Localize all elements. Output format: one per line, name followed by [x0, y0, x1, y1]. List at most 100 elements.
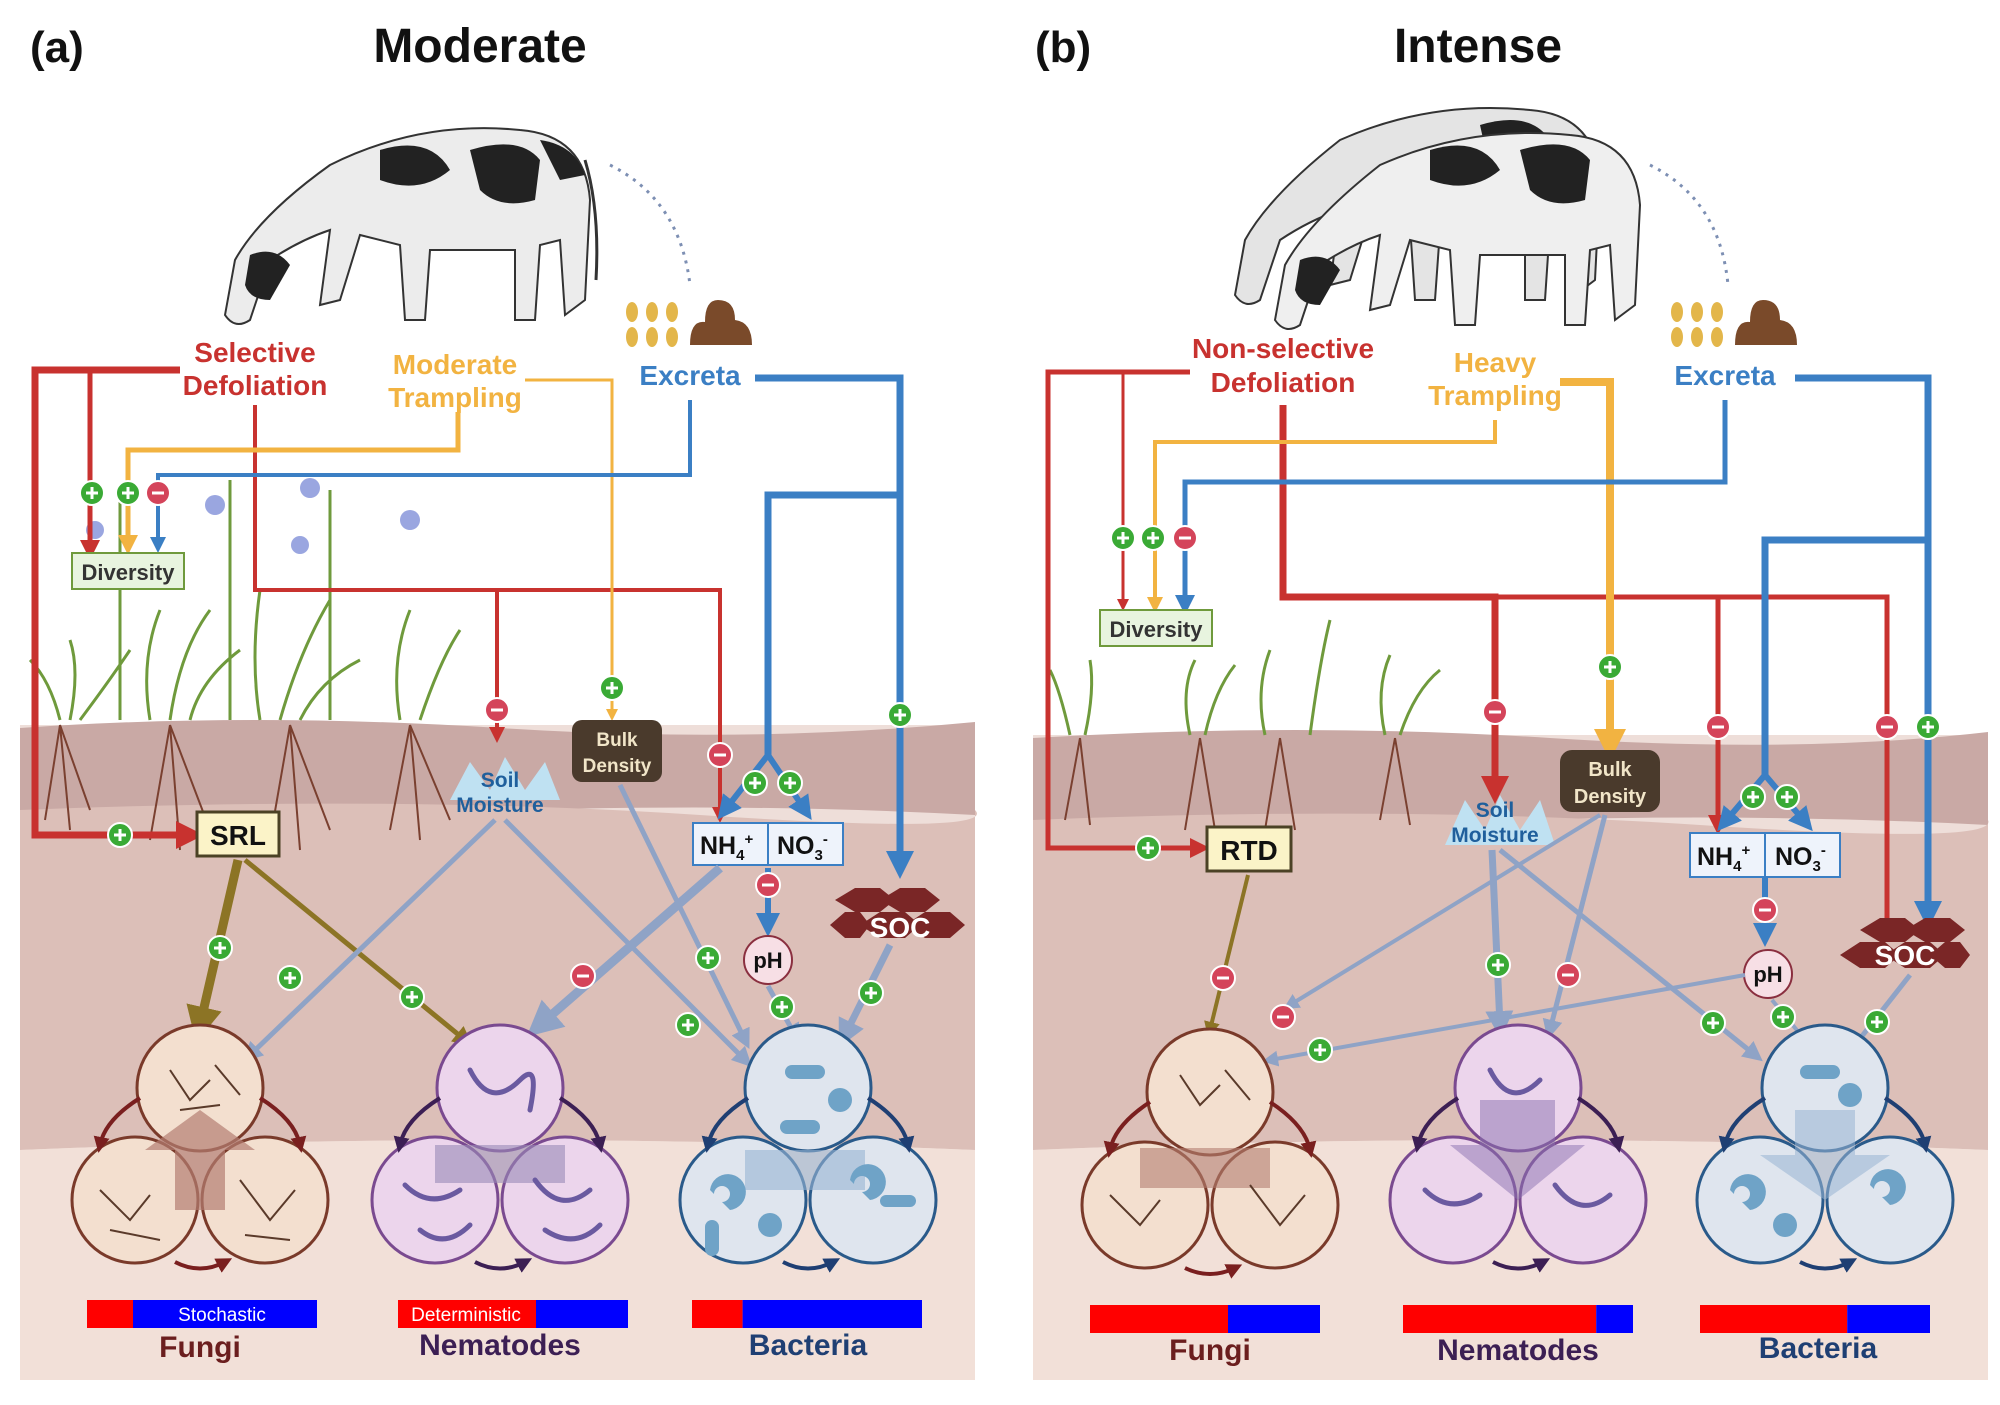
- root-trait-box: [195, 810, 281, 858]
- root-trait-label: SRL: [210, 820, 266, 851]
- negative-effect-icon: [145, 480, 171, 506]
- bacteria-stochastic-bar: [1847, 1305, 1930, 1333]
- excreta-to-nitrogen-arrow: [1761, 536, 1928, 775]
- diversity-box: [1099, 609, 1213, 647]
- plants-icon: [28, 480, 462, 721]
- trampling-to-bulk-density-arrow: [1560, 378, 1626, 761]
- soc-icon: [830, 888, 965, 938]
- panel-letter: (a): [30, 23, 84, 72]
- fungi-cluster: [70, 1023, 330, 1273]
- panel-letter: (b): [1035, 23, 1091, 72]
- soc-label: SOC: [1875, 940, 1936, 971]
- ph-circle: [743, 935, 793, 985]
- bulk-density-to-bacteria-arrow: [617, 783, 750, 1049]
- trampling-to-diversity-arrow: [1147, 420, 1497, 613]
- nematodes-label: Nematodes: [1437, 1334, 1599, 1367]
- positive-effect-icon: [858, 980, 884, 1006]
- fungi-deterministic-bar: [1090, 1305, 1228, 1333]
- panel-title: Moderate: [373, 20, 586, 73]
- moisture-label-2: Moisture: [456, 794, 544, 817]
- negative-effect-icon: [1752, 897, 1778, 923]
- excreta-to-nitrogen-arrow: [764, 491, 900, 755]
- bacteria-cluster: [678, 1023, 938, 1273]
- nematodes-deterministic-bar: [1403, 1305, 1597, 1333]
- srl-to-nematodes-arrow: [243, 858, 473, 1047]
- nematodes-stochastic-bar: [536, 1300, 628, 1328]
- positive-effect-icon: [79, 480, 105, 506]
- excreta-label: Excreta: [639, 360, 741, 391]
- plants-icon: [1048, 619, 1441, 736]
- positive-effect-icon: [207, 935, 233, 961]
- excreta-to-diversity-arrow: [150, 400, 692, 553]
- cows-icon: [1233, 107, 1642, 330]
- bulk-density-to-nematodes-arrow: [1542, 814, 1608, 1040]
- stochastic-bar-label: Stochastic: [178, 1305, 266, 1326]
- bacteria-deterministic-bar: [692, 1300, 743, 1328]
- defoliation-to-soc-arrow: [1718, 594, 1897, 940]
- positive-effect-icon: [107, 822, 133, 848]
- soc-icon: [1840, 918, 1970, 968]
- panel-a: (a) Moderate Selective Defoliation Moder…: [20, 20, 977, 1380]
- excreta-to-diversity-arrow: [1175, 400, 1728, 615]
- negative-effect-icon: [570, 963, 596, 989]
- bacteria-label: Bacteria: [749, 1329, 868, 1362]
- defoliation-to-nh4-arrow: [255, 588, 728, 823]
- positive-effect-icon: [1740, 784, 1766, 810]
- no3-label: NO3-: [777, 831, 828, 864]
- positive-effect-icon: [277, 965, 303, 991]
- moisture-label-2: Moisture: [1451, 824, 1539, 847]
- bacteria-stochastic-bar: [742, 1300, 922, 1328]
- fungi-label: Fungi: [1169, 1334, 1251, 1367]
- positive-effect-icon: [1485, 952, 1511, 978]
- fungi-label: Fungi: [159, 1331, 241, 1364]
- positive-effect-icon: [1770, 1004, 1796, 1030]
- positive-effect-icon: [1135, 835, 1161, 861]
- nematodes-label: Nematodes: [419, 1329, 581, 1362]
- nematodes-deterministic-bar: [398, 1300, 536, 1328]
- dotted-link: [1649, 163, 1730, 286]
- positive-effect-icon: [675, 1012, 701, 1038]
- nematodes-cluster: [1388, 1023, 1648, 1273]
- trampling-label-1: Heavy: [1454, 347, 1537, 378]
- fungi-cluster: [1080, 1027, 1340, 1279]
- negative-effect-icon: [1210, 965, 1236, 991]
- positive-effect-icon: [1915, 714, 1941, 740]
- positive-effect-icon: [1774, 784, 1800, 810]
- dotted-link: [609, 163, 692, 286]
- assembly-bars: [1090, 1305, 1930, 1333]
- defoliation-label-1: Selective: [194, 337, 315, 368]
- nematodes-stochastic-bar: [1596, 1305, 1633, 1333]
- bulk-density-label-2: Density: [583, 756, 652, 777]
- positive-effect-icon: [1700, 1010, 1726, 1036]
- positive-effect-icon: [742, 770, 768, 796]
- negative-effect-icon: [1482, 699, 1508, 725]
- positive-effect-icon: [1864, 1009, 1890, 1035]
- positive-effect-icon: [1597, 654, 1623, 680]
- positive-effect-icon: [399, 984, 425, 1010]
- positive-effect-icon: [1110, 525, 1136, 551]
- trampling-label-2: Trampling: [388, 382, 522, 413]
- no3-label: NO3-: [1775, 842, 1826, 875]
- negative-effect-icon: [484, 697, 510, 723]
- fungi-stochastic-bar: [1228, 1305, 1320, 1333]
- positive-effect-icon: [695, 945, 721, 971]
- effect-signs: [79, 480, 1941, 1063]
- bulk-density-icon: [1560, 750, 1660, 812]
- trampling-label-2: Trampling: [1428, 380, 1562, 411]
- root-trait-box: [1205, 825, 1293, 873]
- dung-icon: [690, 300, 752, 345]
- nh4-label: NH4+: [700, 831, 753, 864]
- moisture-to-fungi-arrow: [242, 818, 497, 1062]
- panel-title: Intense: [1394, 20, 1562, 73]
- ph-label: pH: [753, 948, 782, 973]
- rtd-to-fungi-arrow: [1204, 874, 1250, 1038]
- panel-b: (b) Intense Non-selective Defoliation He…: [1033, 20, 1989, 1380]
- positive-effect-icon: [115, 480, 141, 506]
- bacteria-cluster: [1695, 1023, 1955, 1273]
- nh4-label: NH4+: [1697, 842, 1750, 875]
- roots-icon: [1064, 737, 1411, 831]
- soc-to-bacteria-arrow: [1848, 973, 1912, 1053]
- ph-label: pH: [1753, 962, 1782, 987]
- moisture-label-1: Soil: [1476, 799, 1515, 822]
